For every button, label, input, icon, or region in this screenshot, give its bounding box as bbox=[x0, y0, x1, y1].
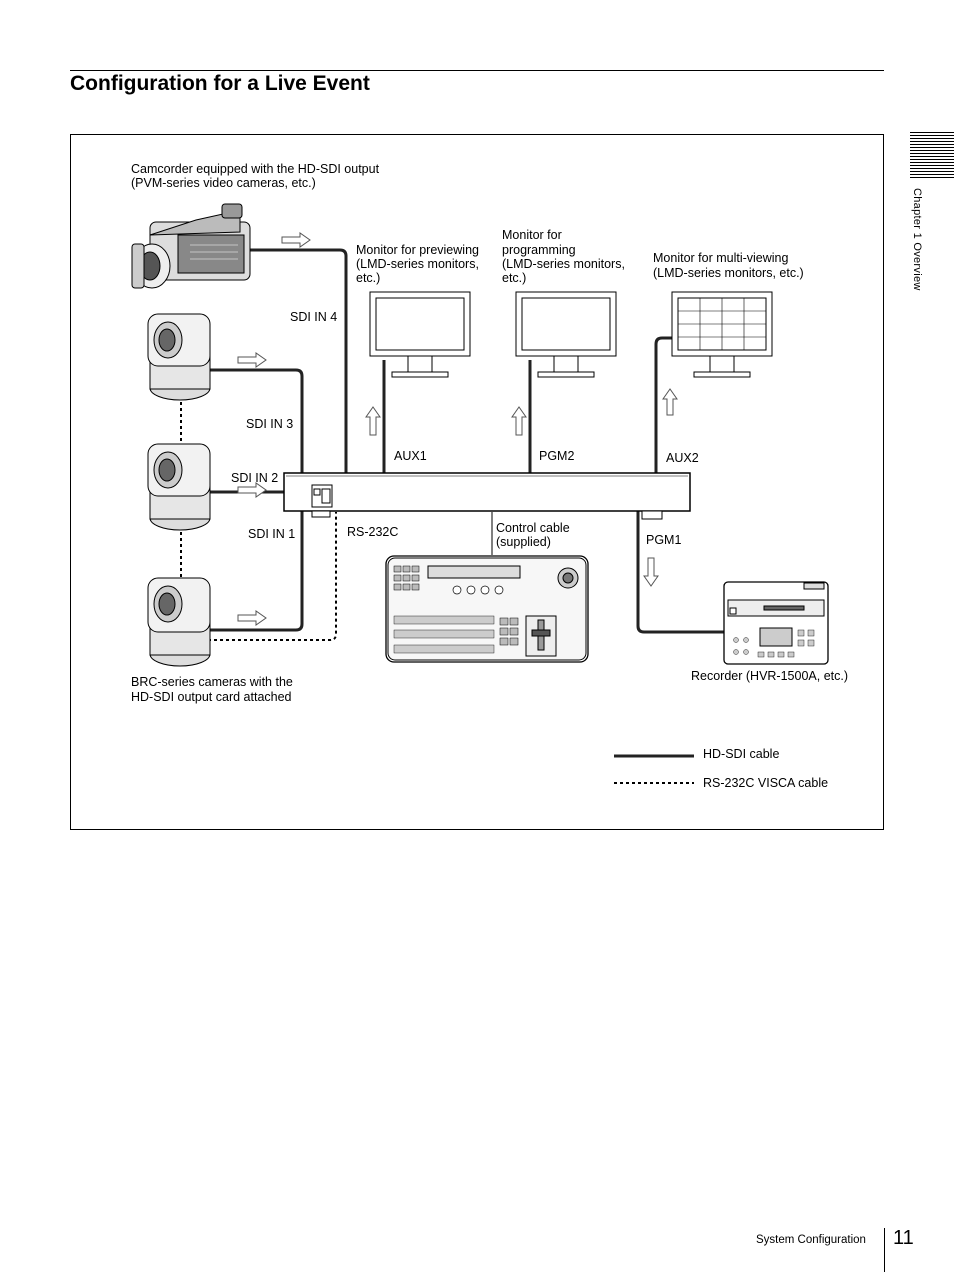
brc-camera-middle-icon bbox=[147, 443, 211, 531]
aux2-label: AUX2 bbox=[666, 451, 699, 465]
legend-visca-label: RS-232C VISCA cable bbox=[703, 776, 829, 790]
legend-hd-sdi-label: HD-SDI cable bbox=[703, 747, 780, 761]
recorder-label: Recorder (HVR-1500A, etc.) bbox=[691, 669, 849, 683]
sdi-in-4-label: SDI IN 4 bbox=[290, 310, 338, 324]
brc-camera-top-icon bbox=[147, 313, 211, 401]
multi-monitor-label-1: Monitor for multi-viewing bbox=[653, 251, 789, 265]
multiview-monitor-icon bbox=[671, 291, 773, 378]
program-monitor-icon bbox=[515, 291, 617, 378]
footer-section-title: System Configuration bbox=[756, 1234, 866, 1246]
footer-rule bbox=[884, 1228, 885, 1272]
visca-cables bbox=[180, 402, 337, 641]
program-monitor-label-3: (LMD-series monitors, bbox=[502, 257, 625, 271]
brc-label-line2: HD-SDI output card attached bbox=[131, 690, 292, 704]
pgm2-label: PGM2 bbox=[539, 449, 575, 463]
control-cable-label-2: (supplied) bbox=[496, 535, 551, 549]
preview-monitor-icon bbox=[369, 291, 471, 378]
hd-sdi-cables bbox=[208, 248, 724, 634]
control-cable-label-1: Control cable bbox=[496, 521, 570, 535]
aux1-label: AUX1 bbox=[394, 449, 427, 463]
page-number: 11 bbox=[893, 1227, 914, 1249]
pgm1-label: PGM1 bbox=[646, 533, 682, 547]
signal-arrows bbox=[237, 232, 678, 626]
camcorder-label-line1: Camcorder equipped with the HD-SDI outpu… bbox=[131, 162, 380, 176]
cable-pgm1 bbox=[636, 510, 724, 634]
program-monitor-label-2: programming bbox=[502, 243, 576, 257]
brc-camera-bottom-icon bbox=[147, 577, 211, 667]
multi-monitor-label-2: (LMD-series monitors, etc.) bbox=[653, 266, 804, 280]
cable-sdi-in-4 bbox=[250, 248, 348, 473]
recorder-icon bbox=[723, 581, 829, 665]
page-title: Configuration for a Live Event bbox=[70, 72, 370, 95]
camcorder-icon bbox=[131, 203, 251, 289]
preview-monitor-label-2: (LMD-series monitors, bbox=[356, 257, 479, 271]
cable-sdi-in-1 bbox=[208, 510, 304, 632]
sdi-in-2-label: SDI IN 2 bbox=[231, 471, 279, 485]
camcorder-label-line2: (PVM-series video cameras, etc.) bbox=[131, 176, 316, 190]
sdi-in-1-label: SDI IN 1 bbox=[248, 527, 296, 541]
chapter-stripes bbox=[910, 132, 954, 178]
switcher-unit-icon bbox=[283, 472, 691, 520]
title-rule bbox=[70, 70, 884, 71]
preview-monitor-label-1: Monitor for previewing bbox=[356, 243, 479, 257]
rs232c-label: RS-232C bbox=[347, 525, 399, 539]
program-monitor-label-1: Monitor for bbox=[502, 228, 562, 242]
cable-sdi-in-3 bbox=[208, 368, 304, 473]
brc-label-line1: BRC-series cameras with the bbox=[131, 675, 293, 689]
cable-aux2 bbox=[654, 336, 676, 473]
program-monitor-label-4: etc.) bbox=[502, 271, 527, 285]
diagram-frame bbox=[70, 134, 884, 830]
preview-monitor-label-3: etc.) bbox=[356, 271, 381, 285]
control-panel-icon bbox=[385, 555, 589, 663]
sdi-in-3-label: SDI IN 3 bbox=[246, 417, 294, 431]
